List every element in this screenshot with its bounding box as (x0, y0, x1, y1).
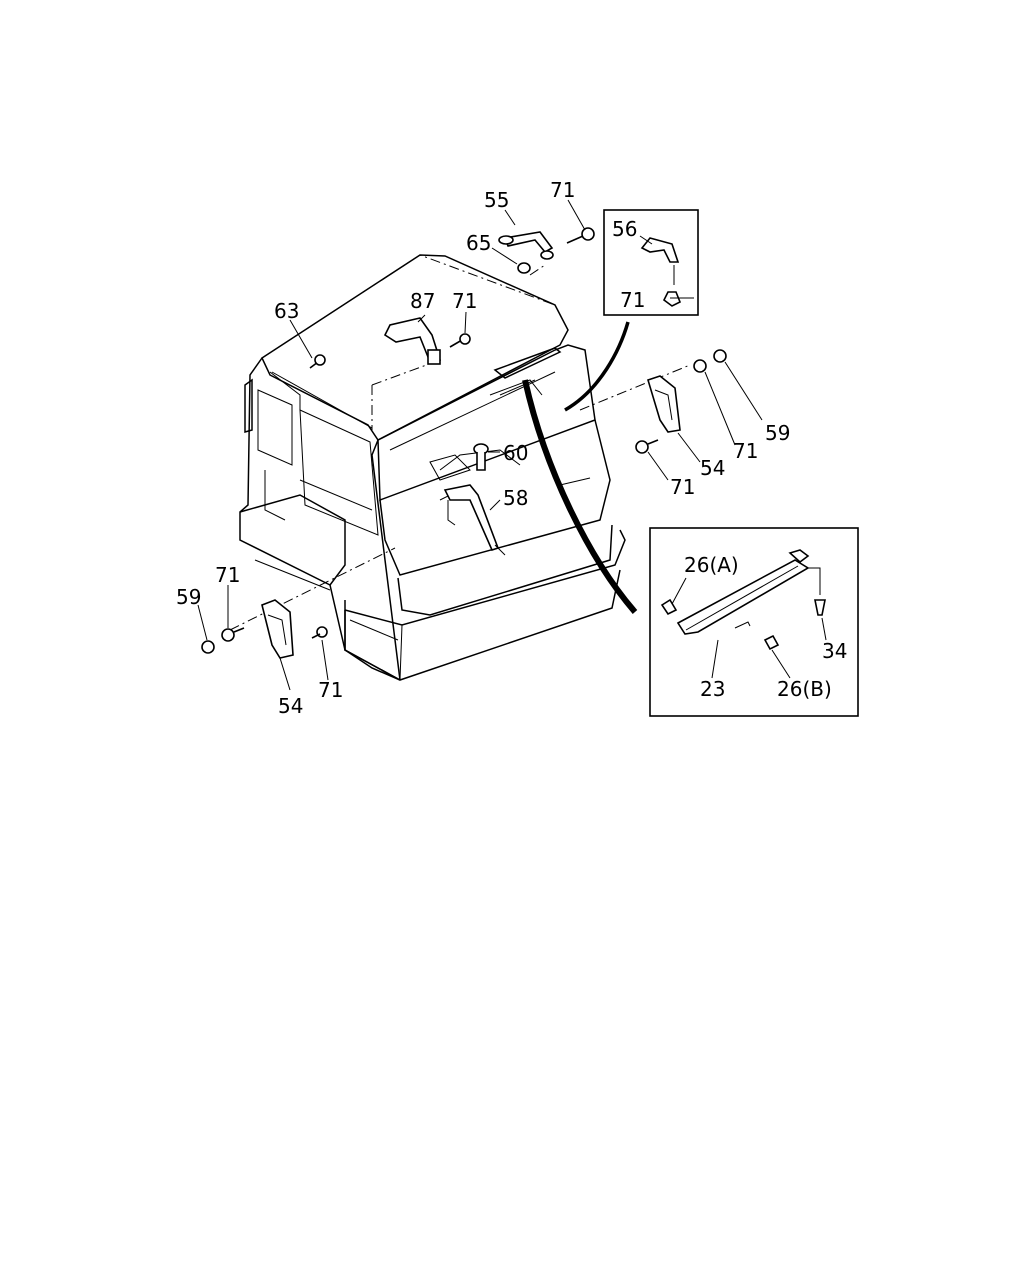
label-71-inset: 71 (620, 288, 645, 312)
truck-cab (239, 254, 626, 681)
bolt-71-left-upper (221, 627, 245, 642)
bolt-60 (473, 443, 489, 471)
bolt-71-right-lower (635, 439, 659, 454)
grab-rail-58 (443, 484, 506, 556)
label-23: 23 (700, 677, 725, 701)
label-71-left-upper: 71 (215, 563, 240, 587)
label-54-left: 54 (278, 694, 303, 718)
label-55: 55 (484, 188, 509, 212)
cap-59-right (713, 349, 727, 363)
cap-59-left (201, 640, 215, 654)
step-bracket-54-right (647, 375, 681, 433)
label-71-right-lower: 71 (670, 475, 695, 499)
label-56: 56 (612, 217, 637, 241)
callout-curve-upper (564, 321, 630, 412)
roof-handle-87 (383, 317, 442, 365)
label-26a: 26(A) (684, 553, 739, 577)
grab-handle-55 (498, 231, 554, 260)
bolt-71-right-upper (693, 359, 707, 373)
bolt-71-left-lower (311, 626, 328, 639)
label-58: 58 (503, 486, 528, 510)
label-54-right: 54 (700, 456, 725, 480)
washer-65 (517, 262, 531, 274)
callout-curve-lower (522, 379, 638, 614)
part-labels: 55 71 65 56 71 63 87 71 59 71 54 71 60 5… (176, 178, 847, 718)
bolt-63 (309, 354, 326, 369)
label-71-top: 71 (550, 178, 575, 202)
inset-assist-grip (603, 209, 699, 316)
label-63: 63 (274, 299, 299, 323)
label-59-right: 59 (765, 421, 790, 445)
label-71-roof: 71 (452, 289, 477, 313)
label-60: 60 (503, 441, 528, 465)
label-71-left-lower: 71 (318, 678, 343, 702)
label-71-right-upper: 71 (733, 439, 758, 463)
bolt-71-roof (449, 333, 471, 348)
label-87: 87 (410, 289, 435, 313)
inset-sun-visor (649, 527, 859, 717)
label-leaders (197, 199, 827, 691)
label-26b: 26(B) (777, 677, 832, 701)
label-65: 65 (466, 231, 491, 255)
step-bracket-54-left (261, 599, 294, 659)
bolt-71-top (566, 227, 595, 244)
label-34: 34 (822, 639, 847, 663)
label-59-left: 59 (176, 585, 201, 609)
